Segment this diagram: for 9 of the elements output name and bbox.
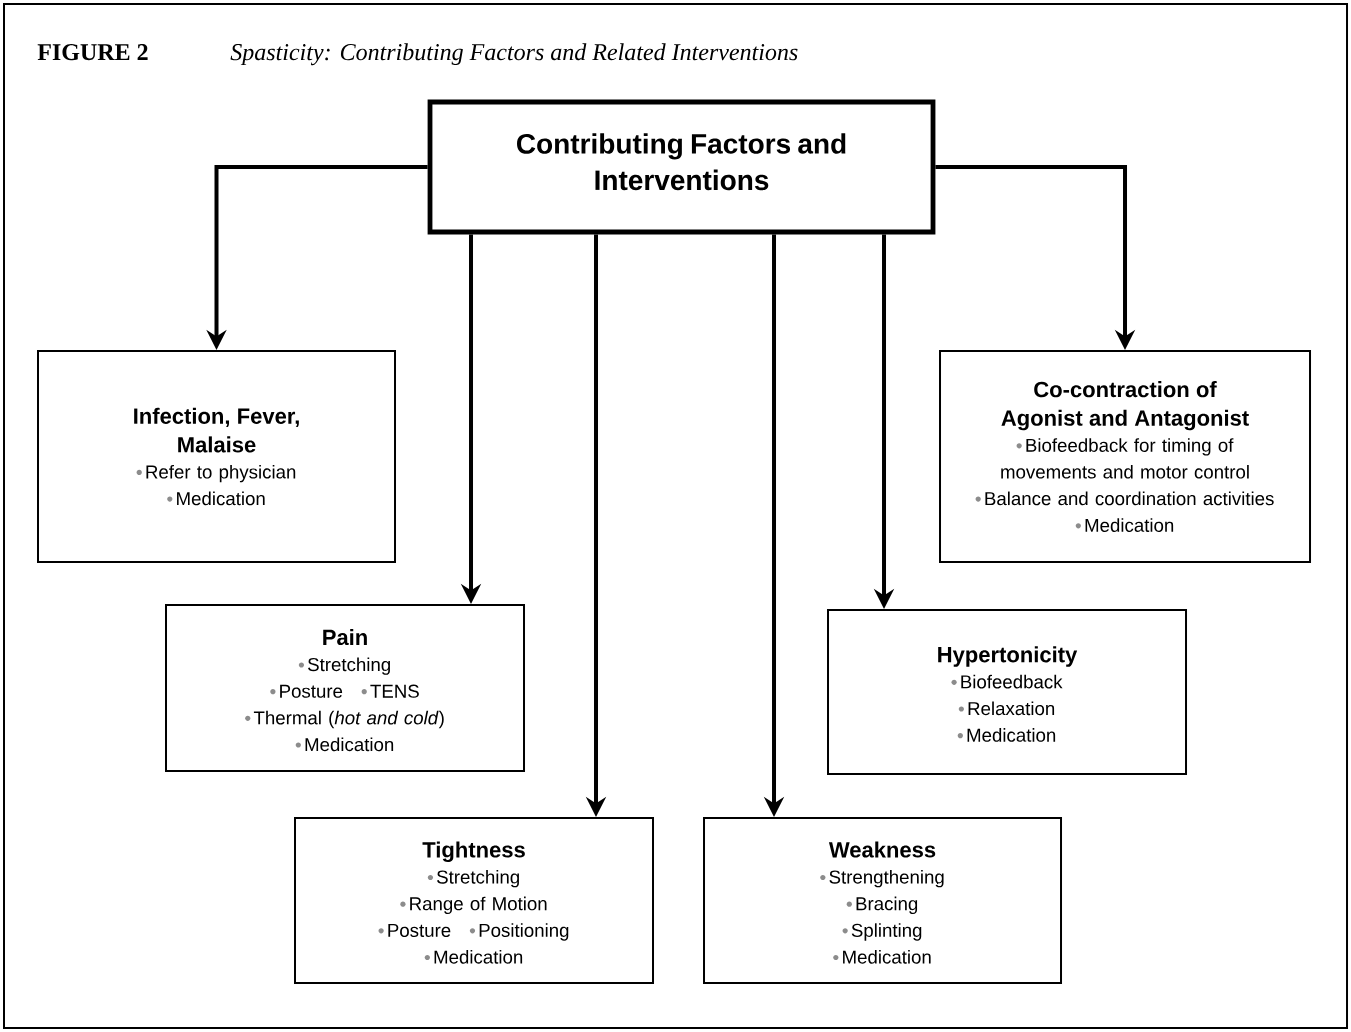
factor-box: Tightness Stretching Range of Motion Posture Positioning Medication: [294, 817, 654, 984]
figure-title: Spasticity: Contributing Factors and Related Interventions: [230, 43, 798, 66]
figure-number: FIGURE 2: [37, 44, 148, 61]
factor-box: Infection, Fever, Malaise Refer to physician Medication: [37, 350, 396, 563]
factor-box: Weakness Strengthening Bracing Splinting Medication: [703, 817, 1062, 984]
factor-box: Contributing Factors and Interventions: [427, 99, 936, 235]
factor-box: Co-contraction of Agonist and Antagonist Biofeedback for timing of movements and motor control Balance and coordination activities Medication: [939, 350, 1311, 563]
factor-box: Pain Stretching Posture TENS Thermal (hot and cold) Medication: [165, 604, 525, 772]
factor-box: Hypertonicity Biofeedback Relaxation Medication: [827, 609, 1187, 775]
